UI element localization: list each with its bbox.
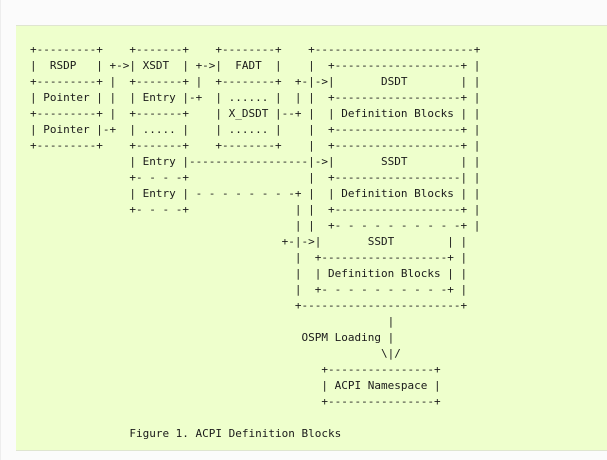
ascii-diagram: +---------+ +-------+ +--------+ +------… (30, 43, 481, 408)
acpi-definition-blocks-code-block: +---------+ +-------+ +--------+ +------… (16, 25, 607, 451)
figure-caption: Figure 1. ACPI Definition Blocks (129, 427, 342, 440)
